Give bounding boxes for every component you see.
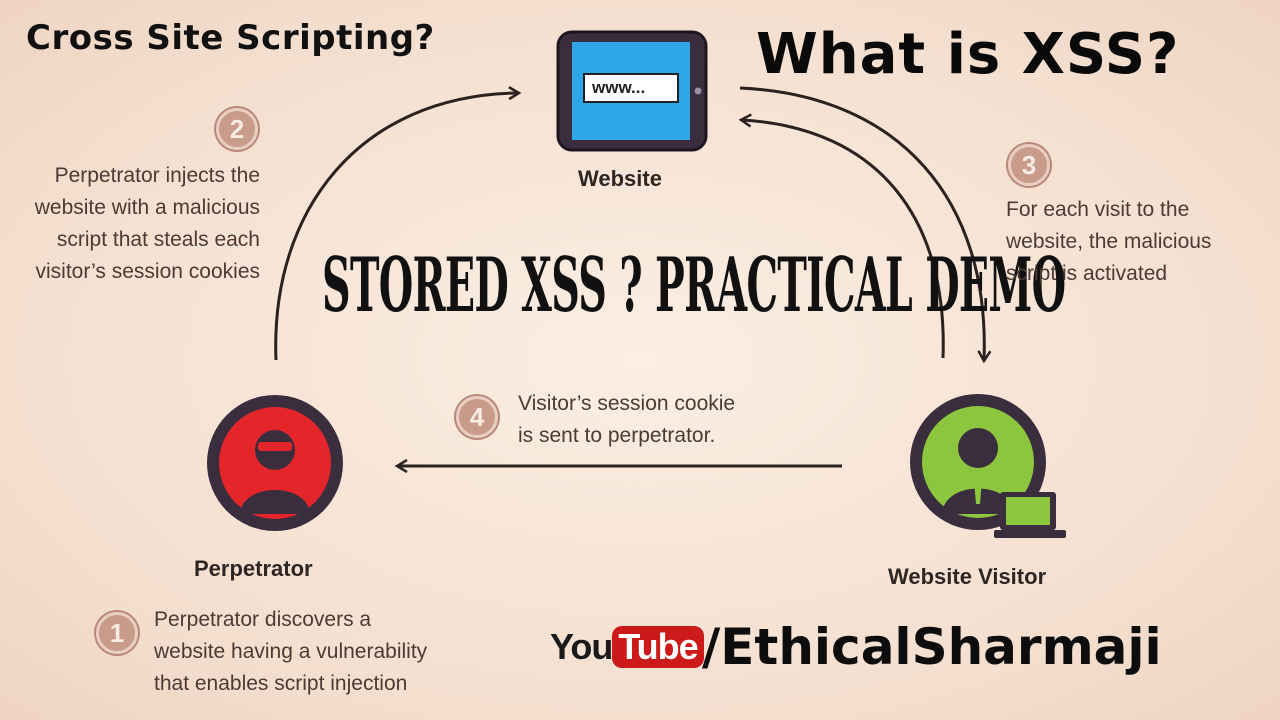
website-node: www...: [556, 30, 708, 152]
step-1-badge: 1: [96, 612, 138, 654]
youtube-you-text: You: [550, 626, 613, 667]
user-icon: [910, 394, 1046, 530]
website-label: Website: [578, 166, 662, 191]
perpetrator-label: Perpetrator: [194, 556, 313, 581]
perpetrator-node: [204, 392, 346, 534]
step-2-text: Perpetrator injects the website with a m…: [34, 164, 260, 283]
laptop-icon: [994, 492, 1066, 538]
step-4-text: Visitor’s session cookie is sent to perp…: [518, 392, 736, 447]
step-3-badge: 3: [1008, 144, 1050, 186]
tablet-icon: [556, 30, 708, 152]
youtube-tube-text: Tube: [612, 626, 704, 668]
arrow-website-to-visitor: [739, 86, 984, 360]
visitor-node: [908, 392, 1068, 552]
arrow-visitor-to-website: [742, 120, 945, 359]
channel-handle: /EthicalSharmaji: [702, 618, 1162, 676]
hacker-icon: [207, 395, 343, 531]
arrow-perpetrator-to-website: [274, 93, 518, 361]
stored-xss-demo-title: Stored XSS ? Practical Demo: [322, 242, 1066, 330]
step-1-text: Perpetrator discovers a website having a…: [154, 608, 428, 695]
website-url-text: www...: [592, 78, 646, 97]
youtube-logo: You Tube: [550, 626, 704, 668]
step-2-badge: 2: [216, 108, 258, 150]
step-3-text: For each visit to the website, the malic…: [1006, 198, 1212, 285]
cross-site-scripting-title: Cross Site Scripting?: [26, 18, 435, 58]
what-is-xss-title: What is XSS?: [756, 22, 1180, 87]
step-4-badge: 4: [456, 396, 498, 438]
website-visitor-label: Website Visitor: [888, 564, 1047, 589]
